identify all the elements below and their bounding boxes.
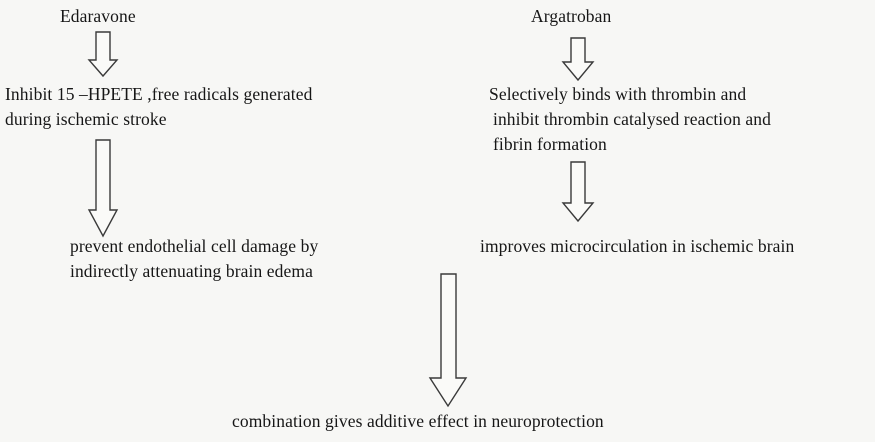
arrow-argatroban-to-action	[561, 37, 595, 82]
node-text-line: during ischemic stroke	[5, 109, 167, 129]
node-text-line: Argatroban	[531, 6, 612, 26]
node-edaravone-action: Inhibit 15 –HPETE ,free radicals generat…	[5, 82, 312, 132]
node-edaravone-effect: prevent endothelial cell damage by indir…	[70, 234, 318, 284]
node-text-line: improves microcirculation in ischemic br…	[480, 236, 795, 256]
arrow-action-to-endothelial	[87, 139, 119, 238]
node-combination: combination gives additive effect in neu…	[232, 409, 604, 434]
node-text-line: combination gives additive effect in neu…	[232, 411, 604, 431]
arrow-edaravone-to-action	[87, 31, 119, 78]
node-text-line: Edaravone	[60, 6, 136, 26]
arrow-to-combination	[428, 273, 468, 408]
node-argatroban: Argatroban	[531, 4, 611, 29]
node-argatroban-action: Selectively binds with thrombin and inhi…	[489, 82, 771, 157]
node-text-line: Inhibit 15 –HPETE ,free radicals generat…	[5, 84, 313, 104]
arrow-action-to-microcirculation	[561, 161, 595, 223]
node-text-line: prevent endothelial cell damage by	[70, 236, 319, 256]
node-text-line: fibrin formation	[493, 134, 607, 154]
node-edaravone: Edaravone	[60, 4, 136, 29]
node-text-line: inhibit thrombin catalysed reaction and	[493, 109, 771, 129]
node-text-line: Selectively binds with thrombin and	[489, 84, 747, 104]
node-text-line: indirectly attenuating brain edema	[70, 261, 313, 281]
node-argatroban-effect: improves microcirculation in ischemic br…	[480, 234, 794, 259]
